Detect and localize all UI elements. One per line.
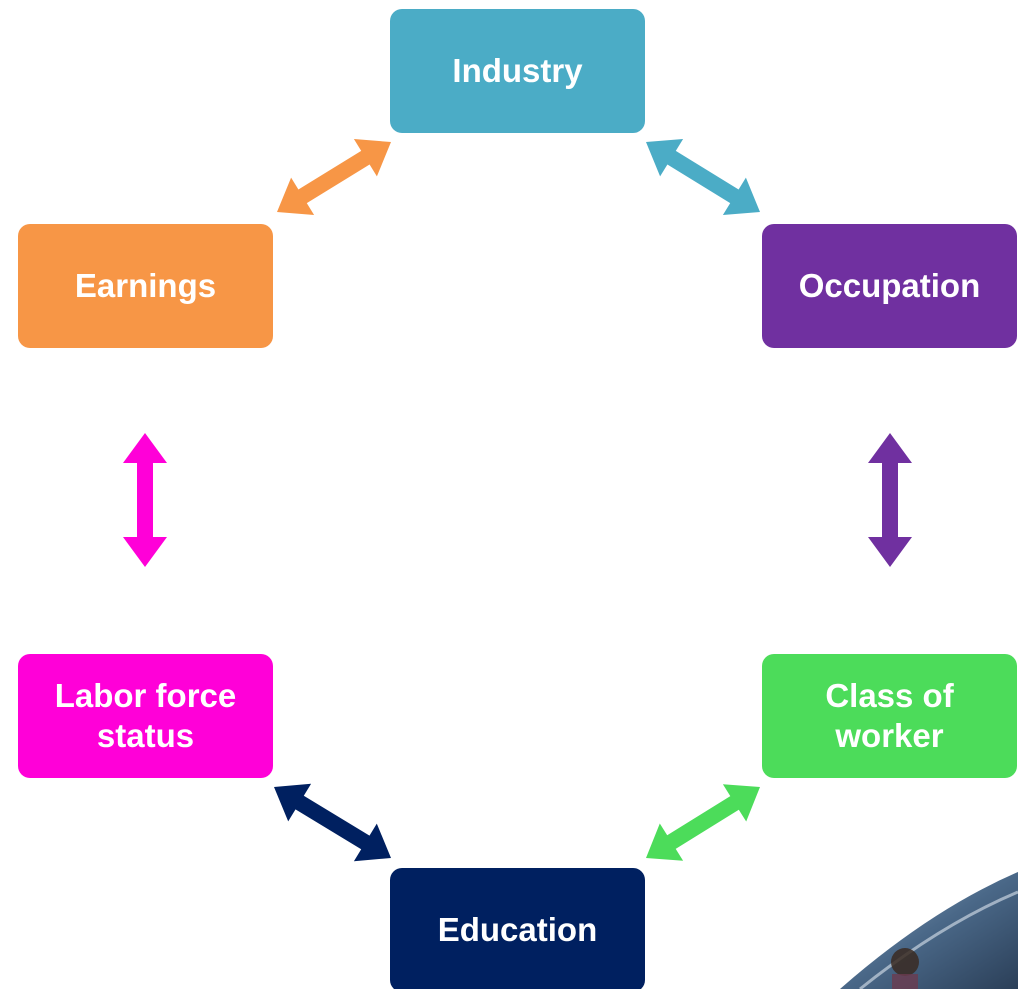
occupation-node: Occupation: [762, 224, 1017, 348]
class-of-worker-node: Class of worker: [762, 654, 1017, 778]
industry-label: Industry: [452, 52, 583, 90]
arrow-education-labor: [274, 783, 391, 862]
arrow-industry-occupation: [646, 139, 760, 215]
class-of-worker-label-line1: Class of: [825, 677, 954, 715]
labor-force-status-label-line1: Labor force: [54, 677, 237, 715]
occupation-label: Occupation: [798, 267, 981, 305]
arrow-class-education: [646, 784, 760, 861]
earnings-node: Earnings: [18, 224, 273, 348]
education-label: Education: [437, 911, 598, 949]
education-node: Education: [390, 868, 645, 989]
arrow-occupation-class: [868, 433, 912, 567]
arrow-earnings-industry: [277, 139, 391, 215]
labor-force-status-node: Labor force status: [18, 654, 273, 778]
arrow-labor-earnings: [123, 433, 167, 567]
earnings-label: Earnings: [74, 267, 217, 305]
industry-node: Industry: [390, 9, 645, 133]
class-of-worker-label-line2: worker: [835, 717, 944, 754]
labor-force-status-label-line2: status: [96, 717, 195, 754]
